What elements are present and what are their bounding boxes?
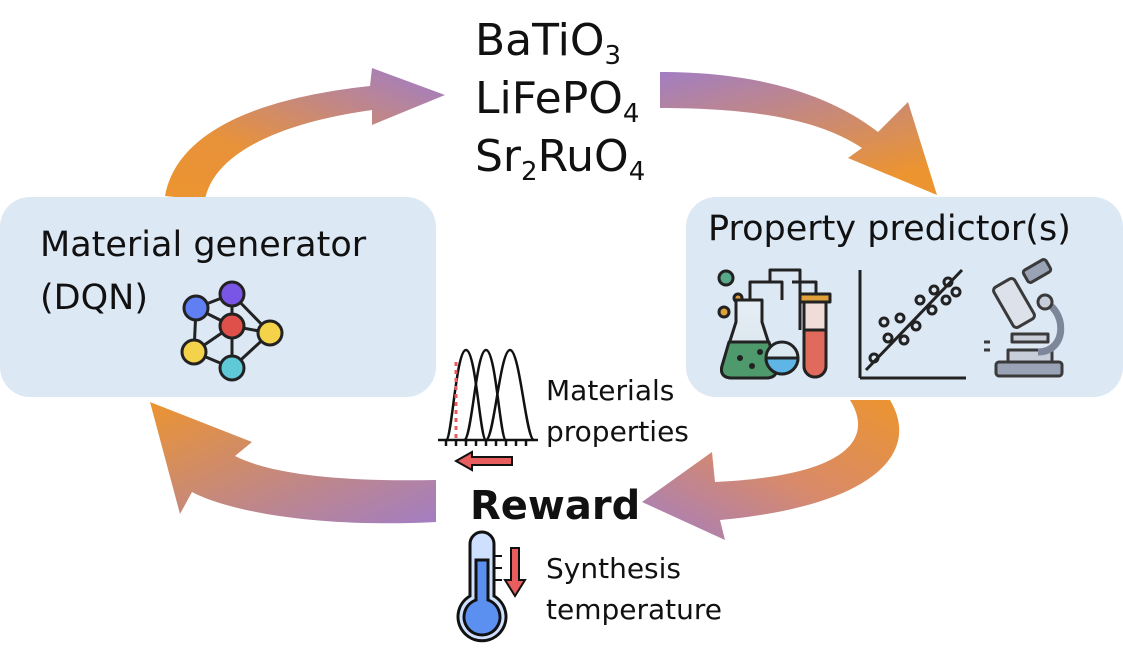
property-distribution-icon bbox=[438, 348, 538, 446]
arrow-reward-to-generator bbox=[150, 402, 436, 524]
generator-title: Material generator bbox=[40, 225, 367, 265]
materials-properties-label-line2: properties bbox=[546, 415, 689, 448]
generator-subtitle: (DQN) bbox=[40, 278, 148, 318]
material-formula: BaTiO3 bbox=[475, 15, 622, 71]
arrow-materials-to-predictor bbox=[660, 72, 937, 195]
predictor-title: Property predictor(s) bbox=[708, 209, 1071, 249]
materials-properties-label-line1: Materials bbox=[546, 374, 675, 407]
material-formula: LiFePO4 bbox=[475, 73, 640, 129]
candidate-materials-list: BaTiO3 LiFePO4 Sr2RuO4 bbox=[475, 12, 645, 186]
material-formula: Sr2RuO4 bbox=[475, 131, 646, 187]
arrow-predictor-to-reward bbox=[642, 400, 900, 540]
arrow-generator-to-materials bbox=[165, 68, 445, 200]
decrease-down-arrow-icon bbox=[503, 547, 527, 598]
decrease-left-arrow-icon bbox=[453, 450, 513, 472]
reward-label: Reward bbox=[470, 483, 641, 529]
thermometer-icon bbox=[456, 530, 508, 643]
synthesis-temperature-label-line2: temperature bbox=[546, 593, 722, 626]
synthesis-temperature-label-line1: Synthesis bbox=[546, 552, 681, 585]
